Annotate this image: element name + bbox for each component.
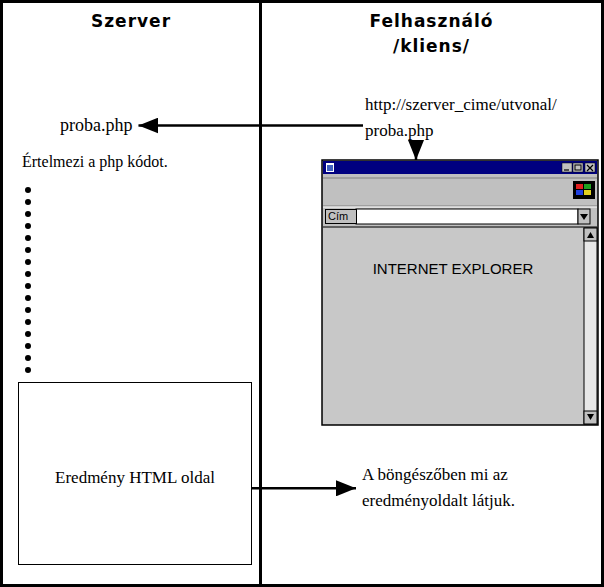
arrow <box>415 147 418 160</box>
column-heading: Szerver <box>51 9 211 34</box>
url-text: http://szerver_cime/utvonal/proba.php <box>365 92 603 145</box>
file-name: proba.php <box>58 113 134 138</box>
note-text: A böngészőben mi az eredményoldalt látju… <box>362 462 590 515</box>
browser-window <box>322 160 598 425</box>
node-text: Eredmény HTML oldal <box>55 468 215 488</box>
server-column: Szerver proba.phpEredmény HTML oldal <box>0 0 262 587</box>
address-label: Cím <box>325 209 357 224</box>
process-note: Értelmezi a php kódot. <box>22 153 168 171</box>
browser-window: CímINTERNET EXPLORER <box>322 160 598 425</box>
result-box: Eredmény HTML oldal <box>18 382 252 565</box>
dotted-line <box>25 187 31 373</box>
column-heading: Felhasználó /kliens/ <box>352 9 512 58</box>
node-text: A böngészőben mi az eredményoldalt látju… <box>362 462 590 515</box>
window-content: INTERNET EXPLORER <box>322 260 584 277</box>
arrow <box>138 124 363 127</box>
arrow <box>252 487 356 490</box>
node-text: http://szerver_cime/utvonal/proba.php <box>365 92 603 145</box>
node-text: proba.php <box>58 113 134 138</box>
client-column: Felhasználó /kliens/http://szerver_cime/… <box>262 0 604 587</box>
